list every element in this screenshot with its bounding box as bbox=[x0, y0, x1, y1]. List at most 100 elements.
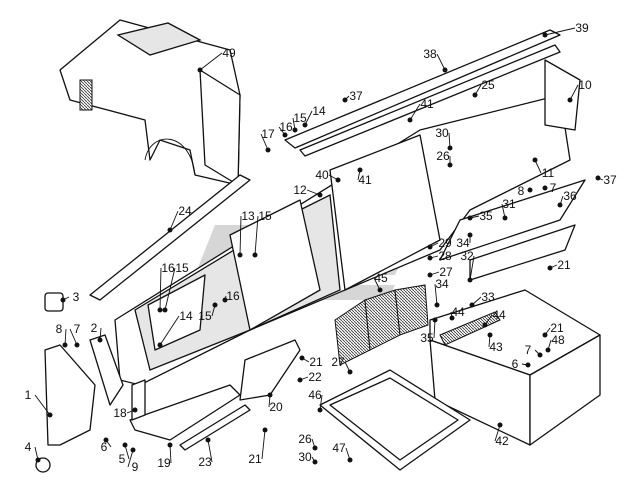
callout-2: 2 bbox=[91, 321, 98, 335]
part-24-strip bbox=[89, 174, 251, 301]
leader-line bbox=[169, 444, 172, 464]
leader-line bbox=[448, 132, 451, 149]
callout-18: 18 bbox=[113, 406, 127, 420]
leader-line bbox=[34, 394, 51, 416]
callout-37: 37 bbox=[349, 89, 363, 103]
fasteners bbox=[35, 32, 601, 465]
leader-line bbox=[429, 242, 439, 248]
leader-line bbox=[534, 159, 542, 174]
leader-line bbox=[569, 84, 579, 101]
callout-32: 32 bbox=[460, 249, 474, 263]
callout-14: 14 bbox=[179, 309, 193, 323]
callout-42: 42 bbox=[495, 434, 509, 448]
leader-line bbox=[429, 271, 440, 276]
leader-line bbox=[199, 52, 223, 71]
callout-27: 27 bbox=[331, 355, 345, 369]
callout-37: 37 bbox=[603, 173, 617, 187]
callout-24: 24 bbox=[178, 204, 192, 218]
leader-line bbox=[64, 328, 67, 346]
leader-line bbox=[169, 210, 179, 231]
callout-41: 41 bbox=[358, 173, 372, 187]
callout-29: 29 bbox=[438, 236, 452, 250]
leader-line bbox=[544, 327, 551, 336]
leader-line bbox=[224, 295, 227, 301]
callout-28: 28 bbox=[438, 249, 452, 263]
leader-line bbox=[105, 439, 112, 448]
callout-33: 33 bbox=[481, 290, 495, 304]
leader-line bbox=[207, 439, 213, 463]
callout-13: 13 bbox=[241, 209, 255, 223]
callout-46: 46 bbox=[308, 388, 322, 402]
leader-line bbox=[69, 328, 78, 346]
leader-line bbox=[469, 215, 480, 219]
leader-line bbox=[450, 311, 453, 319]
left-brackets bbox=[35, 292, 124, 473]
callout-22: 22 bbox=[308, 370, 322, 384]
callout-38: 38 bbox=[423, 47, 437, 61]
callout-35: 35 bbox=[420, 331, 434, 345]
callout-34: 34 bbox=[456, 236, 470, 250]
callout-26: 26 bbox=[298, 432, 312, 446]
callout-36: 36 bbox=[563, 189, 577, 203]
leader-line bbox=[527, 189, 531, 192]
leader-lines bbox=[34, 27, 604, 468]
callout-7: 7 bbox=[550, 181, 557, 195]
leader-line bbox=[597, 177, 604, 181]
leader-line bbox=[124, 444, 130, 460]
leader-line bbox=[278, 126, 286, 136]
leader-line bbox=[299, 376, 309, 381]
part-46-tray bbox=[319, 369, 471, 471]
leader-line bbox=[409, 103, 421, 121]
callout-4: 4 bbox=[25, 440, 32, 454]
callout-15: 15 bbox=[175, 261, 189, 275]
leader-line bbox=[306, 189, 321, 196]
callout-6: 6 bbox=[101, 440, 108, 454]
leader-line bbox=[261, 429, 266, 460]
leader-line bbox=[521, 363, 529, 366]
callout-45: 45 bbox=[374, 271, 388, 285]
part-42-box bbox=[429, 289, 601, 446]
callout-21: 21 bbox=[309, 355, 323, 369]
callout-30: 30 bbox=[435, 126, 449, 140]
callout-44: 44 bbox=[451, 305, 465, 319]
leader-line bbox=[254, 215, 259, 256]
callout-21: 21 bbox=[550, 321, 564, 335]
callout-23: 23 bbox=[198, 455, 212, 469]
callout-16: 16 bbox=[226, 289, 240, 303]
leader-line bbox=[488, 334, 491, 348]
callout-41: 41 bbox=[420, 97, 434, 111]
leader-line bbox=[304, 110, 313, 126]
callout-7: 7 bbox=[74, 322, 81, 336]
callout-34: 34 bbox=[435, 277, 449, 291]
callout-15: 15 bbox=[198, 309, 212, 323]
callout-20: 20 bbox=[269, 400, 283, 414]
callout-16: 16 bbox=[161, 261, 175, 275]
leader-line bbox=[164, 267, 176, 311]
main-dashboard-panel bbox=[114, 59, 581, 386]
leader-line bbox=[159, 315, 180, 346]
callout-49: 49 bbox=[222, 46, 236, 60]
callout-14: 14 bbox=[312, 104, 326, 118]
leader-line bbox=[127, 449, 134, 468]
leader-line bbox=[534, 349, 541, 356]
lower-brackets bbox=[129, 339, 301, 451]
leader-line bbox=[501, 203, 506, 219]
callout-44: 44 bbox=[492, 308, 506, 322]
leader-line bbox=[484, 314, 493, 326]
leader-line bbox=[62, 296, 70, 301]
callout-7: 7 bbox=[525, 343, 532, 357]
leader-line bbox=[549, 264, 558, 269]
callout-35: 35 bbox=[479, 209, 493, 223]
leader-line bbox=[559, 195, 564, 206]
leader-line bbox=[211, 304, 216, 317]
leader-line bbox=[429, 255, 439, 259]
callout-39: 39 bbox=[575, 21, 589, 35]
callout-30: 30 bbox=[298, 450, 312, 464]
leader-line bbox=[494, 424, 501, 442]
callout-26: 26 bbox=[436, 149, 450, 163]
leader-line bbox=[469, 255, 475, 281]
leader-line bbox=[292, 117, 296, 131]
callout-21: 21 bbox=[248, 452, 262, 466]
callout-25: 25 bbox=[481, 78, 495, 92]
